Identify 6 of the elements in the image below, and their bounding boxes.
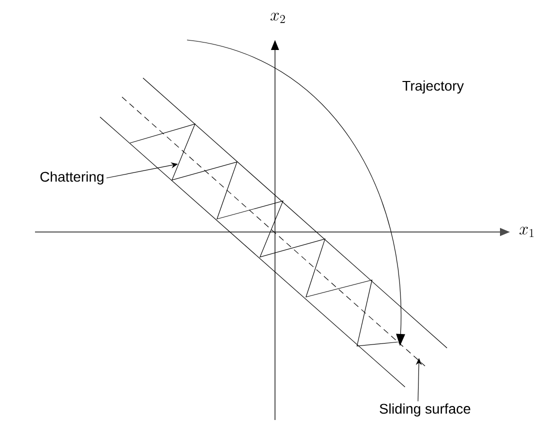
text-label: Sliding surface bbox=[380, 403, 470, 416]
trajectory-label: Trajectory bbox=[402, 80, 464, 94]
leader-line bbox=[106, 162, 178, 178]
axis-label: $x_{2}$ bbox=[270, 12, 285, 23]
text-label: Chattering bbox=[40, 171, 104, 184]
axis-label: $x_{1}$ bbox=[519, 226, 534, 237]
